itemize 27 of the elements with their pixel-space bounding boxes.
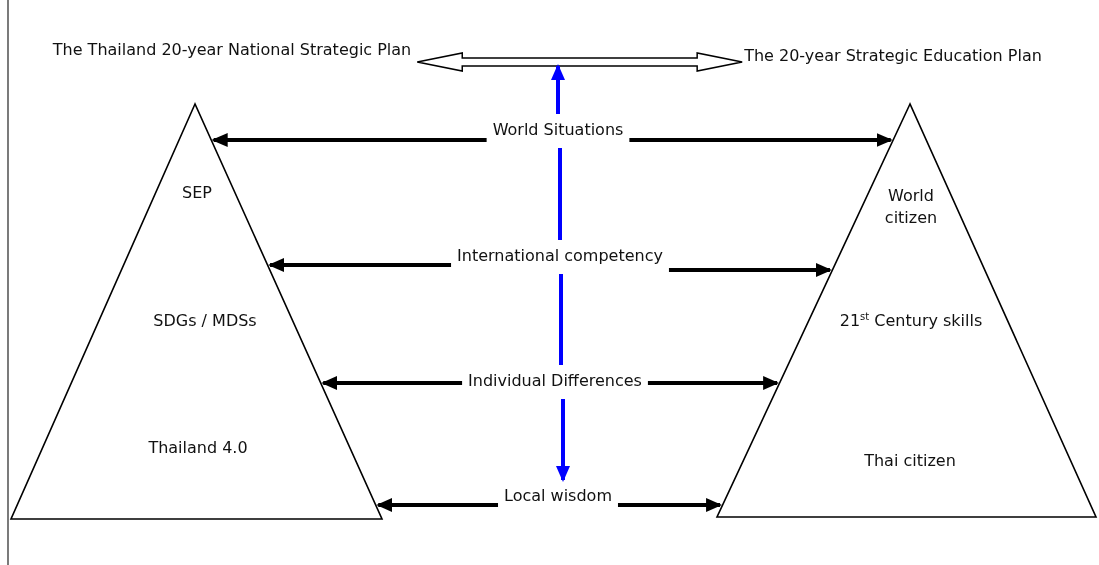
arrow <box>416 52 743 72</box>
concept-label: World Situations <box>492 120 624 140</box>
arrow <box>556 399 570 482</box>
arrow <box>321 376 463 390</box>
arrow <box>668 263 832 277</box>
concept-label: Local wisdom <box>504 486 612 506</box>
text-label: Thailand 4.0 <box>147 437 249 459</box>
plan-title: The 20-year Strategic Education Plan <box>744 46 1042 66</box>
concept-label: International competency <box>457 246 663 266</box>
arrow <box>618 498 723 512</box>
text-label: SDGs / MDSs <box>152 310 258 332</box>
arrow <box>647 376 780 390</box>
triangle-shape <box>716 103 1097 518</box>
arrow <box>211 133 487 147</box>
concept-label: Individual Differences <box>468 371 642 391</box>
triangle-shape <box>10 103 383 520</box>
plan-title: The Thailand 20-year National Strategic Plan <box>52 40 412 60</box>
text-label: SEP <box>181 182 213 204</box>
text-label: World citizen <box>883 185 939 229</box>
arrow <box>551 64 565 114</box>
connector-line <box>558 148 562 240</box>
arrow <box>629 133 893 147</box>
arrow <box>376 498 498 512</box>
text-label: 21$^{st}$ Century skills <box>838 310 984 332</box>
connector-line <box>559 274 563 365</box>
text-label: Thai citizen <box>863 450 957 472</box>
arrow <box>268 258 452 272</box>
